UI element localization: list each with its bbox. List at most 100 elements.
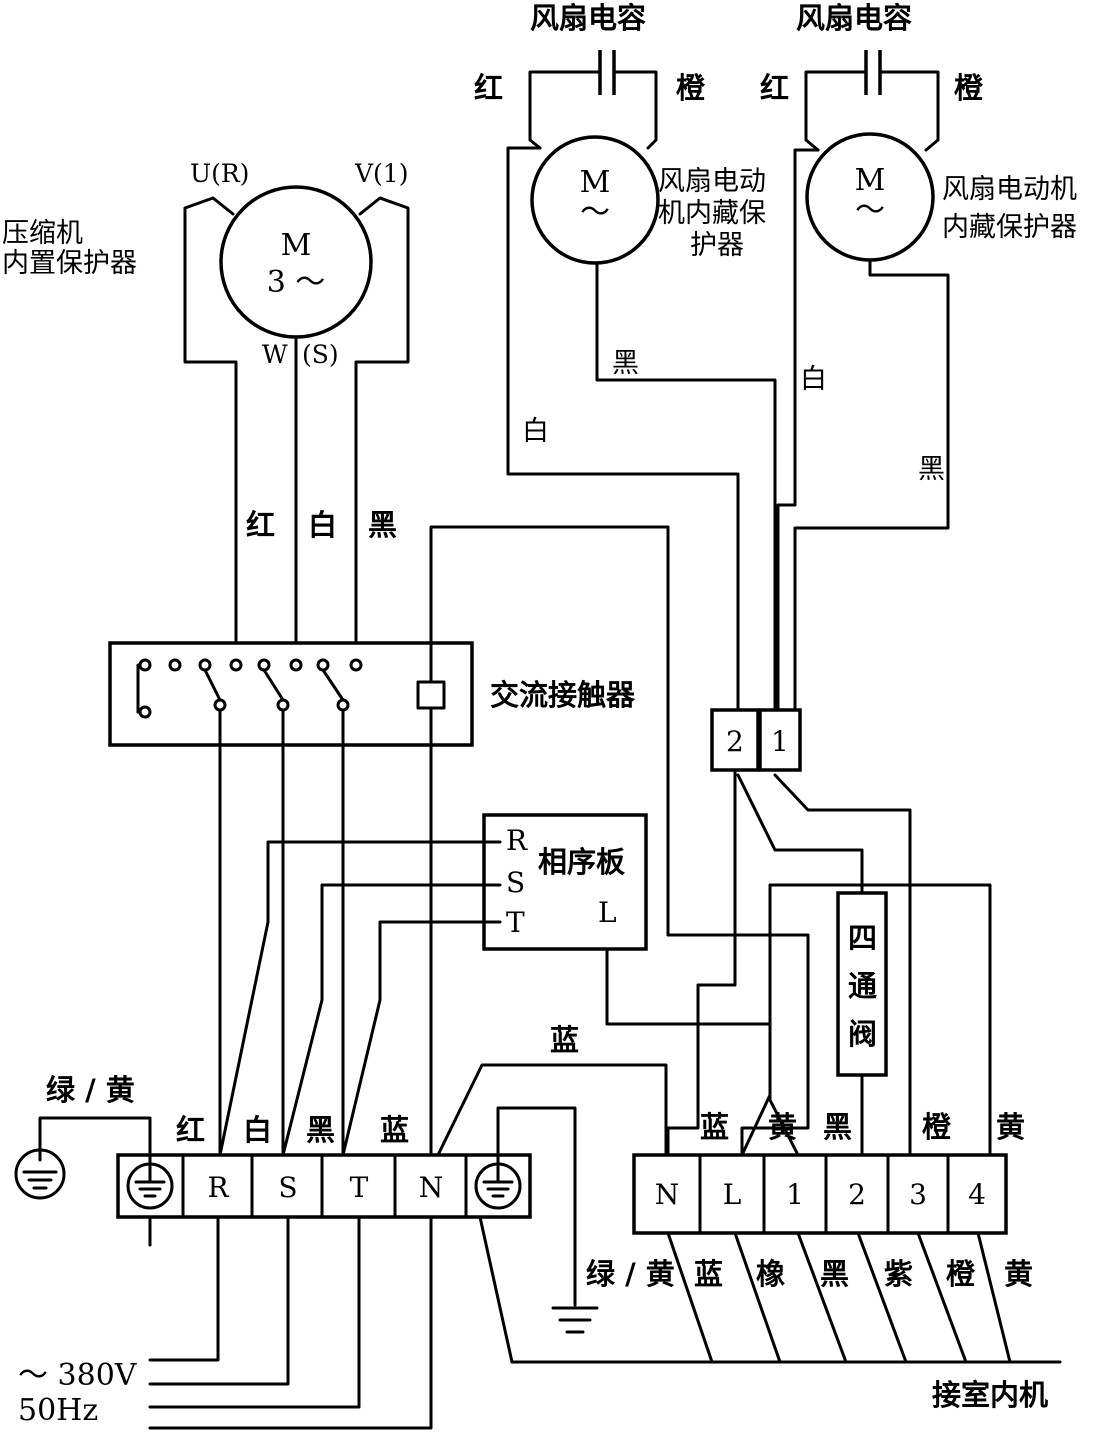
contactor-box — [108, 641, 474, 747]
phase-t-wire — [341, 920, 502, 1157]
fan2-wire-orange: 橙 — [954, 71, 984, 105]
valve-char-3: 阀 — [848, 1017, 877, 1051]
fan2-white-label: 白 — [800, 364, 827, 395]
fan1-capacitor — [528, 50, 658, 150]
fan1-wire-orange: 橙 — [676, 71, 706, 105]
indoor-top-wire-4: 橙 — [922, 1110, 952, 1144]
indoor-bottom-wire-1: 绿 / 黄 — [586, 1257, 675, 1291]
indoor-terminal-2: 2 — [848, 1178, 866, 1211]
supply-freq: 50Hz — [18, 1393, 98, 1428]
fan2-white-wire — [776, 148, 820, 714]
compressor-protector-loop — [183, 196, 238, 647]
indoor-bottom-wire-2: 蓝 — [694, 1257, 723, 1291]
indoor-bottom-wire-3: 橡 — [756, 1257, 785, 1291]
indoor-top-wire-3: 黑 — [823, 1110, 852, 1144]
fan1-wire-red: 红 — [474, 71, 503, 105]
svg-text:～: ～ — [580, 195, 610, 230]
contactor-label: 交流接触器 — [490, 678, 636, 712]
connector-pin1-box — [758, 708, 802, 772]
compressor-terminal-s: (S) — [302, 340, 339, 369]
indoor-terminal-l: L — [723, 1178, 742, 1211]
compressor-wire-red: 红 — [246, 508, 275, 542]
connector-pin2: 2 — [726, 725, 744, 758]
yellow-loop-wire — [768, 883, 992, 1157]
indoor-top-wire-2: 黄 — [768, 1110, 797, 1144]
to-indoor-label: 接室内机 — [932, 1378, 1048, 1412]
external-ground-label: 绿 / 黄 — [46, 1073, 135, 1107]
supply-r-wire — [148, 1215, 220, 1362]
phase-s-wire — [281, 883, 502, 1157]
fan1-capacitor-label: 风扇电容 — [530, 1, 646, 35]
indoor-bottom-wire-7: 黄 — [1004, 1257, 1033, 1291]
indoor-block-box — [632, 1153, 1008, 1235]
fan1-white-label: 白 — [522, 416, 549, 447]
fan1-black-label: 黑 — [612, 348, 639, 379]
compressor-motor: M 3 ～ — [219, 185, 373, 339]
phase-board-box — [482, 813, 648, 951]
supply-t-wire — [148, 1215, 361, 1409]
supply-voltage: ～ 380V — [18, 1358, 138, 1393]
indoor-bottom-wire-5: 紫 — [884, 1257, 913, 1291]
compressor-wire-black: 黑 — [368, 508, 397, 542]
fan2-motor: M ～ — [805, 132, 935, 262]
power-block-ground-left-icon — [126, 1162, 174, 1210]
indoor-cable-bundle — [478, 1215, 1062, 1364]
compressor-label-2: 内置保护器 — [2, 248, 137, 279]
fan1-white-wire — [506, 146, 740, 714]
right-ground-wire — [496, 1106, 577, 1307]
phase-l-wire — [605, 947, 772, 1157]
fan1-black-wire — [595, 261, 777, 714]
connector-wire-a — [666, 768, 737, 1157]
power-wire-black: 黑 — [306, 1113, 335, 1147]
blue-jumper-wire — [436, 1063, 668, 1157]
compressor-motor-symbol: M — [281, 228, 312, 263]
fan2-protector-2: 内藏保护器 — [942, 212, 1077, 243]
compressor-wire-white: 白 — [308, 508, 337, 542]
valve-char-2: 通 — [848, 969, 877, 1003]
indoor-terminal-n: N — [655, 1178, 680, 1211]
phase-board-label: 相序板 — [538, 845, 626, 879]
phase-r-wire — [218, 840, 502, 1157]
fan2-protector-1: 风扇电动机 — [942, 174, 1077, 205]
power-block-box — [116, 1153, 532, 1219]
phase-board-l: L — [598, 896, 617, 929]
indoor-top-wire-1: 蓝 — [700, 1110, 729, 1144]
svg-text:M: M — [580, 165, 611, 200]
external-ground-wire — [38, 1116, 152, 1166]
fan2-black-label: 黑 — [918, 454, 945, 485]
connector-pin2-box — [710, 708, 760, 772]
power-wire-red: 红 — [176, 1113, 205, 1147]
external-ground-icon — [14, 1148, 66, 1200]
compressor-v-wire — [354, 196, 410, 647]
compressor-terminal-w: W — [262, 340, 288, 369]
fan1-protector-2: 机内藏保 — [658, 198, 766, 229]
power-wire-white: 白 — [243, 1113, 272, 1147]
power-terminal-s: S — [278, 1171, 297, 1204]
four-way-valve-box — [836, 891, 888, 1077]
earth-ground-icon — [551, 1306, 599, 1334]
indoor-terminal-4: 4 — [968, 1178, 986, 1211]
power-wire-blue: 蓝 — [380, 1113, 409, 1147]
compressor-terminal-v: V(1) — [354, 159, 408, 188]
svg-text:M: M — [855, 163, 886, 198]
connector-wire-c — [773, 773, 912, 1157]
fan2-wire-red: 红 — [760, 71, 789, 105]
blue-jumper-label: 蓝 — [550, 1023, 579, 1057]
compressor-label-1: 压缩机 — [2, 218, 83, 249]
indoor-terminal-1: 1 — [786, 1178, 804, 1211]
valve-char-1: 四 — [848, 921, 877, 955]
power-terminal-r: R — [207, 1171, 229, 1204]
phase-board-s: S — [506, 866, 525, 899]
svg-text:～: ～ — [855, 193, 885, 228]
fan2-black-wire — [793, 258, 950, 714]
indoor-terminal-3: 3 — [909, 1178, 927, 1211]
power-terminal-t: T — [350, 1171, 369, 1204]
indoor-bottom-wire-4: 黑 — [820, 1257, 849, 1291]
contactor-contacts — [136, 658, 446, 719]
connector-pin1: 1 — [771, 725, 789, 758]
power-terminal-n: N — [419, 1171, 444, 1204]
indoor-bottom-wire-6: 橙 — [946, 1257, 976, 1291]
phase-board-r: R — [506, 824, 528, 857]
fan1-motor: M ～ — [530, 135, 660, 265]
